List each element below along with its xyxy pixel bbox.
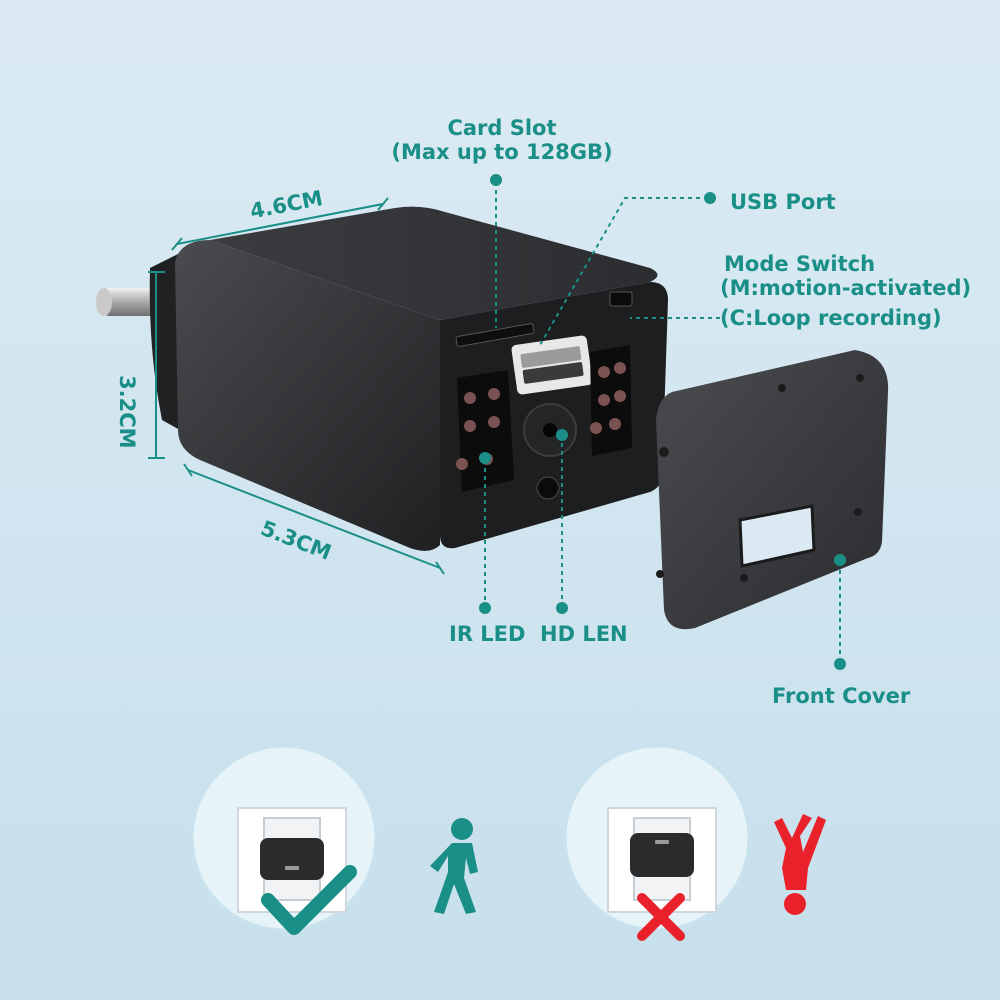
walking-person-icon <box>430 818 478 914</box>
card-slot <box>455 323 535 347</box>
card-slot-sublabel: (Max up to 128GB) <box>391 140 613 164</box>
usb-port-label: USB Port <box>730 190 836 214</box>
front-cover-label: Front Cover <box>772 684 911 708</box>
device-side <box>175 240 440 551</box>
usage-correct <box>190 744 378 932</box>
upside-down-person-icon <box>774 814 826 915</box>
mode-m-label: (M:motion-activated) <box>720 276 972 300</box>
x-mark-icon <box>637 893 685 941</box>
front-cover <box>656 350 889 630</box>
dimension-lines <box>148 197 445 575</box>
height-dimension: 3.2CM <box>115 375 140 449</box>
hd-len-label: HD LEN <box>540 622 628 646</box>
ir-led-panel-left <box>456 370 514 492</box>
mode-switch <box>609 291 633 307</box>
card-slot-label: Card Slot <box>447 116 557 140</box>
ir-led-label: IR LED <box>449 622 526 646</box>
device-top <box>210 206 658 320</box>
usb-port <box>511 335 593 395</box>
callout-lines <box>484 182 841 662</box>
mode-c-label: (C:Loop recording) <box>720 306 942 330</box>
usage-incorrect <box>563 744 751 932</box>
callout-dots <box>479 174 846 670</box>
checkmark-icon <box>261 865 357 935</box>
ir-led-panel-right <box>590 345 632 456</box>
mode-switch-label: Mode Switch <box>724 252 876 276</box>
